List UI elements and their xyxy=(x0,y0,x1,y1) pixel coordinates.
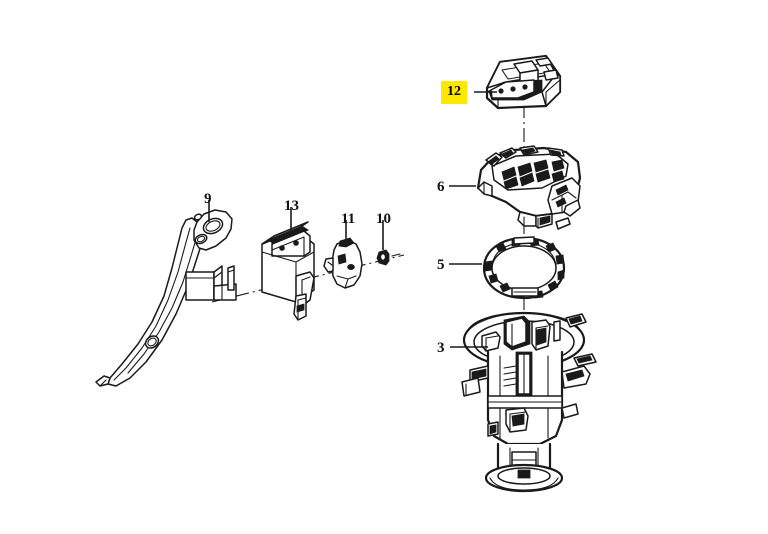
part-11-retaining-clip xyxy=(323,237,363,289)
callout-number-11[interactable]: 11 xyxy=(341,211,356,227)
callout-number-5[interactable]: 5 xyxy=(437,257,445,273)
callout-number-12-highlighted[interactable]: 12 xyxy=(441,81,467,104)
part-10-grommet xyxy=(376,249,401,266)
part-3-fuel-delivery-unit xyxy=(461,311,597,493)
callout-number-3[interactable]: 3 xyxy=(437,340,445,356)
callout-number-10[interactable]: 10 xyxy=(376,211,391,227)
callout-number-13[interactable]: 13 xyxy=(284,198,299,214)
callout-leader-lines xyxy=(208,91,497,348)
part-13-control-module xyxy=(261,221,315,321)
callout-number-6[interactable]: 6 xyxy=(437,179,445,195)
part-9-mounting-bracket xyxy=(95,209,237,387)
part-12-control-unit-connector xyxy=(485,54,562,110)
part-5-locking-ring xyxy=(482,236,566,300)
part-6-tank-flange-cover xyxy=(476,145,582,230)
callout-number-9[interactable]: 9 xyxy=(204,191,212,207)
